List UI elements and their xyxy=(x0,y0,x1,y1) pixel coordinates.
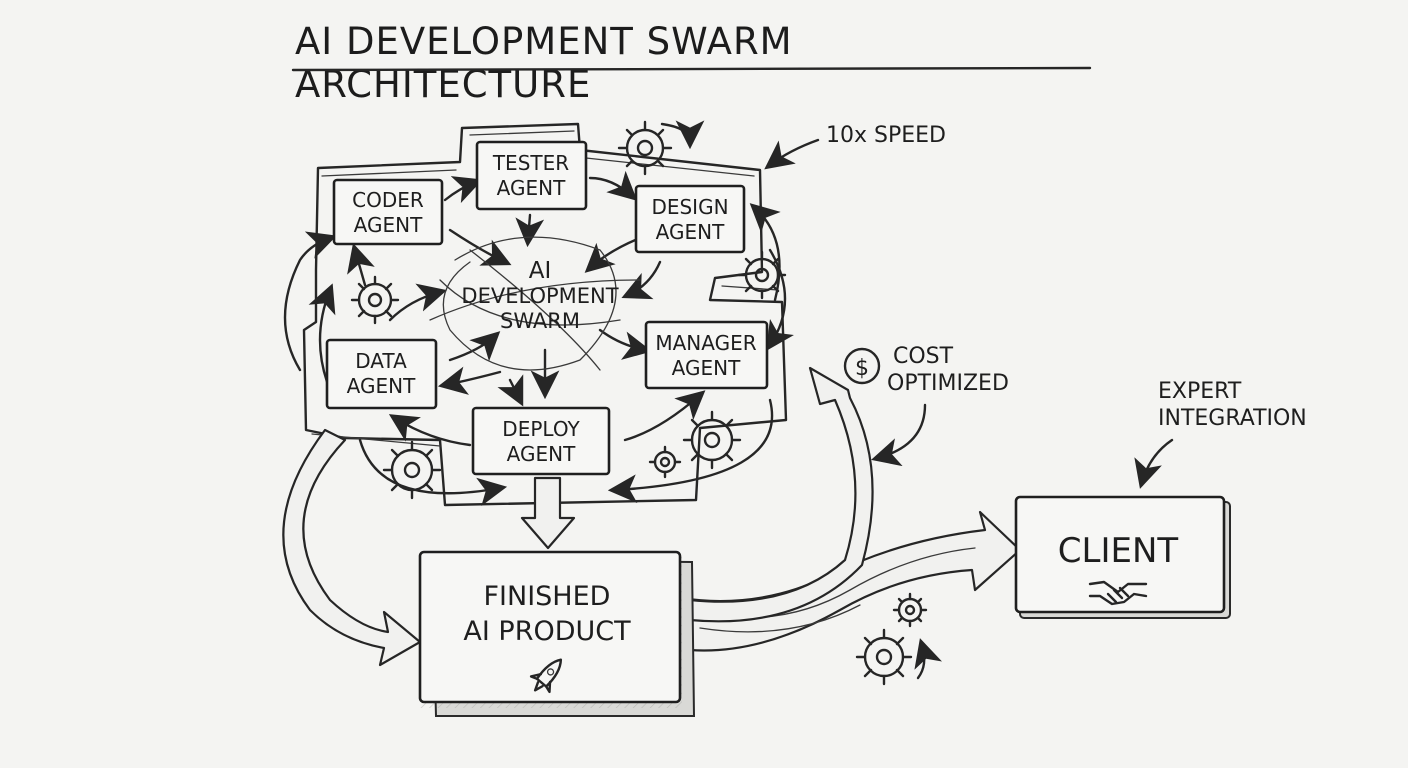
client-box[interactable]: CLIENT xyxy=(1014,495,1231,619)
flow-arrow-product-to-client xyxy=(678,510,1022,652)
agent-box-tester[interactable]: TESTER AGENT xyxy=(475,140,588,211)
svg-text:CODER: CODER xyxy=(352,188,424,212)
swarm-boundary xyxy=(302,122,788,507)
agent-box-coder[interactable]: CODER AGENT xyxy=(332,178,444,246)
svg-text:DATA: DATA xyxy=(355,349,407,373)
svg-text:AI: AI xyxy=(529,258,552,284)
dollar-coin-icon: $ xyxy=(843,347,881,385)
svg-text:DEPLOY: DEPLOY xyxy=(502,417,580,441)
svg-text:DESIGN: DESIGN xyxy=(651,195,728,219)
cost-pointer-arrow xyxy=(871,403,927,467)
svg-text:CLIENT: CLIENT xyxy=(1058,531,1179,571)
flow-arrow-client-feedback xyxy=(688,366,874,623)
agent-box-manager[interactable]: MANAGER AGENT xyxy=(644,320,769,390)
cost-annotation-line1: COST xyxy=(893,344,954,369)
svg-text:MANAGER: MANAGER xyxy=(655,331,756,355)
rocket-icon xyxy=(529,658,563,694)
finished-product-box[interactable]: FINISHED AI PRODUCT xyxy=(418,550,696,717)
svg-text:DEVELOPMENT: DEVELOPMENT xyxy=(461,284,618,308)
flow-arrow-swarm-to-product xyxy=(282,428,422,667)
agent-box-design[interactable]: DESIGN AGENT xyxy=(634,184,746,254)
swarm-hub-label: AI DEVELOPMENT SWARM xyxy=(461,258,618,333)
svg-text:SWARM: SWARM xyxy=(500,309,580,333)
svg-text:AI PRODUCT: AI PRODUCT xyxy=(463,616,631,647)
title-underline xyxy=(291,66,1092,72)
handshake-icon xyxy=(1088,580,1148,606)
speed-annotation: 10x SPEED xyxy=(826,123,946,148)
expert-pointer-arrow xyxy=(1134,438,1174,489)
agent-box-data[interactable]: DATA AGENT xyxy=(325,338,438,410)
svg-text:AGENT: AGENT xyxy=(656,220,725,244)
svg-text:AGENT: AGENT xyxy=(672,356,741,380)
speed-pointer-arrow xyxy=(764,138,820,170)
agent-box-deploy[interactable]: DEPLOY AGENT xyxy=(471,406,611,476)
flow-arrow-deploy-to-product xyxy=(520,476,576,550)
cost-annotation-line2: OPTIMIZED xyxy=(887,371,1009,396)
expert-annotation-line1: EXPERT xyxy=(1158,379,1242,404)
expert-annotation-line2: INTEGRATION xyxy=(1158,406,1307,431)
gear-icons xyxy=(350,120,942,686)
svg-text:AGENT: AGENT xyxy=(347,374,416,398)
svg-text:AGENT: AGENT xyxy=(507,442,576,466)
svg-text:AGENT: AGENT xyxy=(354,213,423,237)
svg-text:AGENT: AGENT xyxy=(497,176,566,200)
svg-text:FINISHED: FINISHED xyxy=(484,581,611,612)
svg-text:$: $ xyxy=(855,356,869,381)
svg-text:TESTER: TESTER xyxy=(492,151,569,175)
